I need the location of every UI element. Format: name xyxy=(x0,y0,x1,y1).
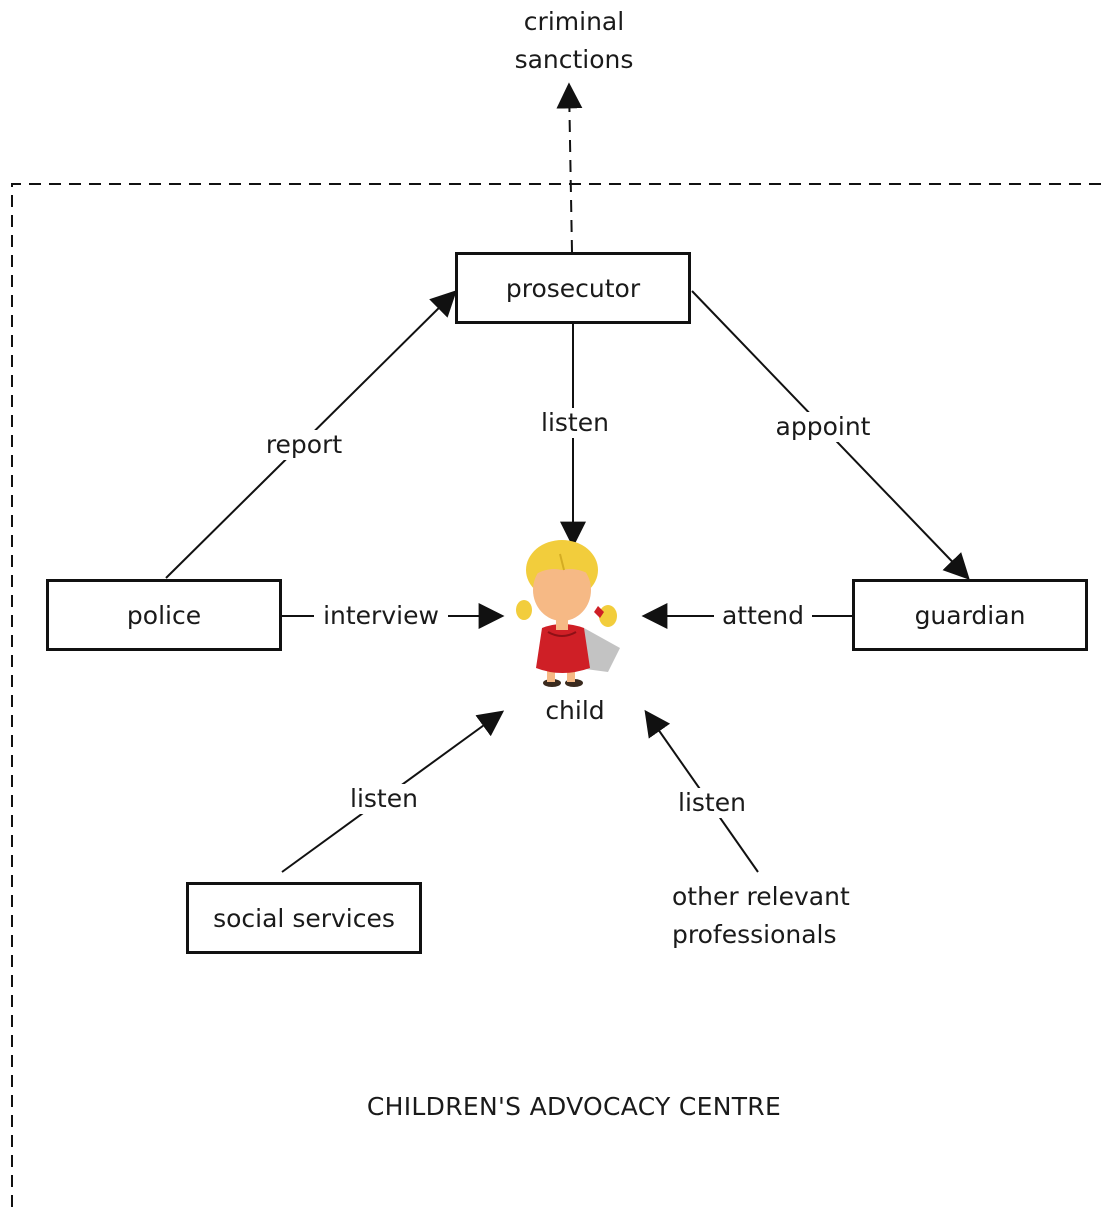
centre-title: CHILDREN'S ADVOCACY CENTRE xyxy=(366,1092,782,1121)
other-professionals-label: other relevant professionals xyxy=(672,882,850,949)
guardian-box: guardian xyxy=(852,579,1088,651)
edge-label-listen-social: listen xyxy=(336,784,432,814)
edge-label-report: report xyxy=(252,430,356,460)
edge-prosecutor-sanctions xyxy=(556,82,583,253)
guardian-label: guardian xyxy=(914,600,1026,630)
prosecutor-label: prosecutor xyxy=(505,273,641,303)
social-services-label: social services xyxy=(213,903,395,933)
edge-label-listen-other: listen xyxy=(664,788,760,818)
edge-label-listen-prosecutor: listen xyxy=(528,408,622,438)
edge-label-appoint: appoint xyxy=(762,412,884,442)
edge-label-attend: attend xyxy=(714,601,812,631)
social-services-box: social services xyxy=(186,882,422,954)
child-figure-icon xyxy=(516,540,620,687)
police-label: police xyxy=(126,600,202,630)
child-label: child xyxy=(545,696,605,725)
edge-label-interview: interview xyxy=(314,601,448,631)
prosecutor-box: prosecutor xyxy=(455,252,691,324)
centre-boundary xyxy=(11,183,1104,1207)
police-box: police xyxy=(46,579,282,651)
criminal-sanctions-label: criminal sanctions xyxy=(514,7,634,74)
